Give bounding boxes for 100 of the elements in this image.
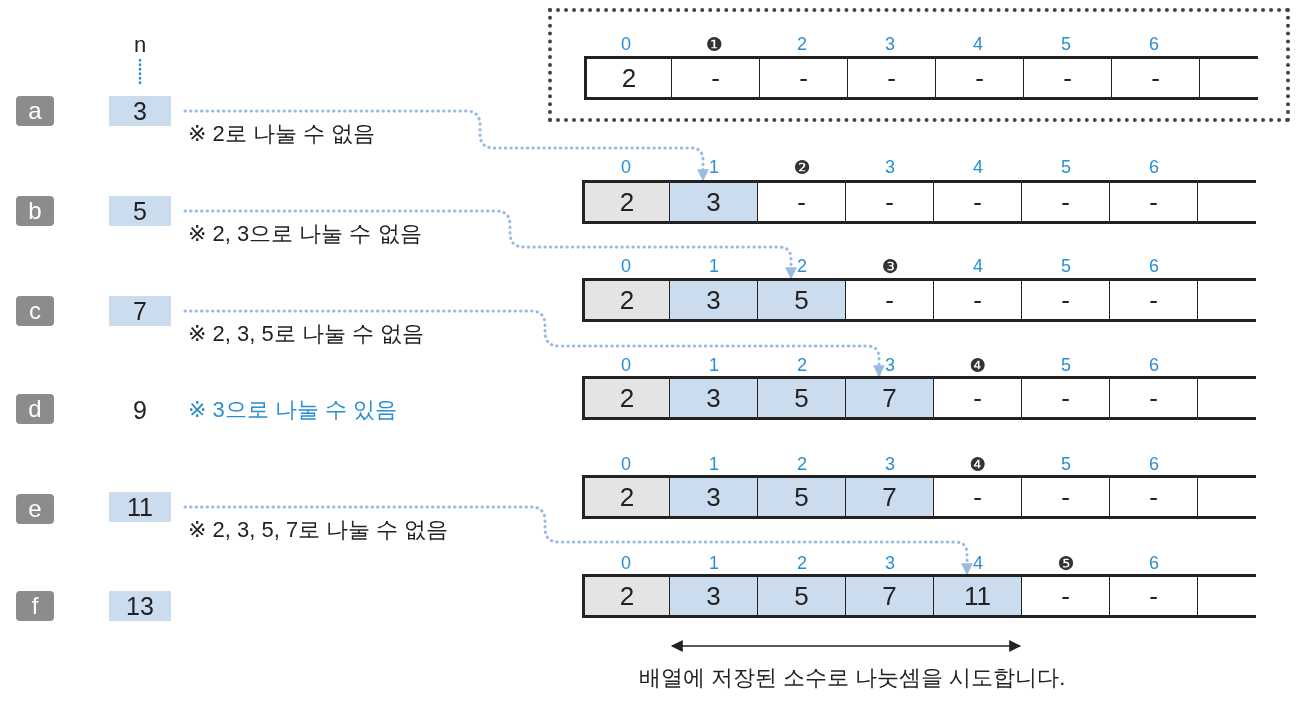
array-cell: -	[934, 180, 1022, 224]
array-cell: 2	[582, 475, 670, 519]
index-label: 6	[1149, 356, 1159, 374]
index-label: 2	[797, 257, 807, 275]
index-label: 6	[1149, 35, 1159, 53]
index-label: 6	[1149, 158, 1159, 176]
index-label: 3	[885, 356, 895, 374]
index-label: 1	[709, 356, 719, 374]
array-cell: -	[1022, 180, 1110, 224]
index-label: 1	[709, 554, 719, 572]
array-cell: -	[1022, 376, 1110, 420]
array-cell: -	[1110, 180, 1198, 224]
index-label: 5	[1061, 35, 1071, 53]
index-label: 0	[621, 554, 631, 572]
index-label: 0	[621, 158, 631, 176]
note-text: ※ 2, 3으로 나눌 수 없음	[188, 220, 422, 248]
array-cell: -	[1024, 56, 1112, 100]
step-index-marker: ❷	[793, 157, 811, 177]
number-box: 7	[109, 296, 171, 326]
dotted-frame	[548, 8, 1290, 122]
variable-label: n	[133, 34, 147, 56]
step-marker: a	[16, 96, 54, 126]
caption-text: 배열에 저장된 소수로 나눗셈을 시도합니다.	[638, 667, 1066, 689]
array-cell: -	[848, 56, 936, 100]
step-index-marker: ❶	[705, 34, 723, 54]
array-cell: 2	[582, 574, 670, 618]
index-label: 1	[709, 158, 719, 176]
step-marker: f	[16, 591, 54, 621]
array-cell: -	[1110, 278, 1198, 322]
index-label: 4	[973, 257, 983, 275]
index-label: 2	[797, 455, 807, 473]
array-cell: 3	[670, 376, 758, 420]
step-index-marker: ❹	[969, 454, 987, 474]
dotted-arrow	[183, 209, 797, 280]
step-marker: d	[16, 394, 54, 424]
index-label: 3	[885, 158, 895, 176]
index-label: 5	[1061, 356, 1071, 374]
note-text: ※ 2, 3, 5, 7로 나눌 수 없음	[188, 516, 449, 544]
index-label: 2	[797, 554, 807, 572]
index-label: 3	[885, 35, 895, 53]
array-cell: 3	[670, 278, 758, 322]
dotted-arrow	[183, 505, 973, 576]
array-cell: -	[934, 278, 1022, 322]
number-box: 11	[109, 492, 171, 522]
array-cell: 7	[846, 376, 934, 420]
array-cell: 11	[934, 574, 1022, 618]
step-marker: e	[16, 494, 54, 524]
array-cell: -	[1022, 475, 1110, 519]
array-cell: 2	[582, 180, 670, 224]
step-index-marker: ❹	[969, 355, 987, 375]
array-cell: -	[846, 180, 934, 224]
note-text: ※ 2, 3, 5로 나눌 수 없음	[188, 320, 425, 348]
index-label: 4	[973, 158, 983, 176]
array-cell: 7	[846, 574, 934, 618]
index-label: 3	[885, 554, 895, 572]
index-label: 0	[621, 257, 631, 275]
index-label: 4	[973, 554, 983, 572]
step-marker: b	[16, 196, 54, 226]
step-index-marker: ❺	[1057, 553, 1075, 573]
number-box: 5	[109, 196, 171, 226]
index-label: 0	[621, 35, 631, 53]
index-label: 4	[973, 35, 983, 53]
array-cell: 5	[758, 376, 846, 420]
array-cell: -	[934, 376, 1022, 420]
index-label: 1	[709, 455, 719, 473]
array-cell: -	[1110, 475, 1198, 519]
array-cell: -	[1110, 574, 1198, 618]
array-cell: 3	[670, 180, 758, 224]
array-cell: 2	[582, 376, 670, 420]
number-box: 3	[109, 96, 171, 126]
array-cell: -	[758, 180, 846, 224]
index-label: 1	[709, 257, 719, 275]
index-label: 5	[1061, 158, 1071, 176]
index-label: 6	[1149, 455, 1159, 473]
array-cell: 3	[670, 574, 758, 618]
index-label: 6	[1149, 554, 1159, 572]
index-label: 0	[621, 356, 631, 374]
number-box: 13	[109, 591, 171, 621]
array-cell: -	[934, 475, 1022, 519]
index-label: 0	[621, 455, 631, 473]
number-text: 9	[133, 397, 147, 423]
step-marker: c	[16, 296, 54, 326]
array-cell: 2	[584, 56, 672, 100]
index-label: 6	[1149, 257, 1159, 275]
array-cell: -	[846, 278, 934, 322]
dotted-arrow	[183, 109, 709, 182]
index-label: 2	[797, 35, 807, 53]
array-cell: 2	[582, 278, 670, 322]
array-cell: -	[1022, 574, 1110, 618]
array-cell: -	[936, 56, 1024, 100]
note-text: ※ 3으로 나눌 수 있음	[188, 399, 398, 421]
array-cell: 5	[758, 475, 846, 519]
array-cell: 5	[758, 278, 846, 322]
step-index-marker: ❸	[881, 256, 899, 276]
index-label: 3	[885, 455, 895, 473]
array-cell: -	[1110, 376, 1198, 420]
array-cell: 3	[670, 475, 758, 519]
dotted-arrow	[183, 309, 885, 378]
index-label: 5	[1061, 455, 1071, 473]
index-label: 2	[797, 356, 807, 374]
